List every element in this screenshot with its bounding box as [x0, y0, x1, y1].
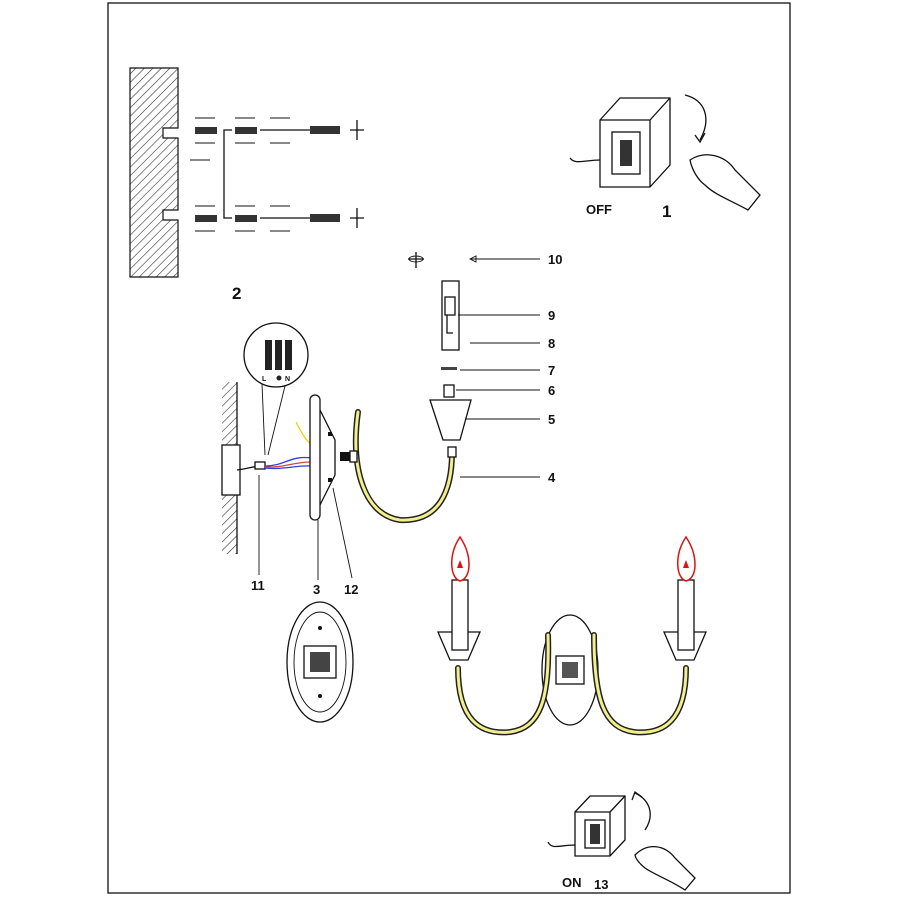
bobeche-cup-part — [429, 399, 472, 441]
part-12-label: 12 — [344, 582, 358, 597]
ground-icon — [276, 375, 282, 381]
step-1-number: 1 — [662, 202, 671, 221]
step-13-number: 13 — [594, 877, 608, 892]
right-bulb-flame-icon — [677, 535, 696, 582]
terminal-block-icon — [265, 340, 292, 370]
part-11-label: 11 — [251, 578, 265, 593]
wall-plug-icon — [195, 127, 217, 134]
backplate-part — [309, 394, 321, 521]
part-3-label: 3 — [313, 582, 320, 597]
assembled-wall-lamp — [437, 535, 707, 736]
leader-lines — [456, 255, 540, 478]
left-candle — [451, 579, 469, 651]
left-bulb-flame-icon — [451, 535, 470, 582]
hand-icon — [634, 846, 696, 891]
wire-n-label: N — [285, 376, 290, 383]
switch-off-illustration: OFF 1 — [569, 94, 761, 221]
nipple-part — [443, 384, 455, 398]
finial-part — [408, 252, 424, 268]
screw-icon — [235, 215, 257, 222]
part-9-label: 9 — [548, 308, 555, 323]
wall-plug-icon — [195, 215, 217, 222]
switch-on-illustration: ON 13 — [547, 790, 696, 892]
screw-head-icon — [350, 208, 364, 228]
part-5-label: 5 — [548, 412, 555, 427]
screw-row-top — [195, 117, 364, 144]
page-frame — [107, 2, 791, 894]
wall-mounting-illustration: 2 — [129, 67, 364, 303]
part-7-label: 7 — [548, 363, 555, 378]
right-candle — [677, 579, 695, 651]
part-10-label: 10 — [548, 252, 562, 267]
off-label: OFF — [586, 202, 612, 217]
step-2-number: 2 — [232, 284, 241, 303]
part-6-label: 6 — [548, 383, 555, 398]
exploded-parts: 10 9 8 7 6 5 4 — [352, 252, 562, 524]
mounting-bolt-part — [340, 452, 350, 461]
screwdriver-icon — [310, 126, 340, 134]
wire-l-label: L — [262, 376, 267, 383]
washer-part — [441, 367, 457, 370]
on-label: ON — [562, 875, 582, 890]
wiring-side-view: L N 11 3 12 — [221, 322, 358, 597]
screw-row-bottom — [195, 205, 364, 232]
screwdriver-icon — [310, 214, 340, 222]
part-4-label: 4 — [548, 470, 556, 485]
screw-icon — [235, 127, 257, 134]
hand-icon — [689, 154, 761, 211]
wall-section — [129, 67, 179, 278]
backplate-front-view — [286, 601, 354, 723]
screw-head-icon — [350, 120, 364, 140]
socket-part — [444, 296, 456, 316]
connector-part — [254, 461, 266, 470]
rotate-arrow-icon — [684, 94, 707, 141]
part-8-label: 8 — [548, 336, 555, 351]
rotate-arrow-icon — [634, 792, 651, 831]
